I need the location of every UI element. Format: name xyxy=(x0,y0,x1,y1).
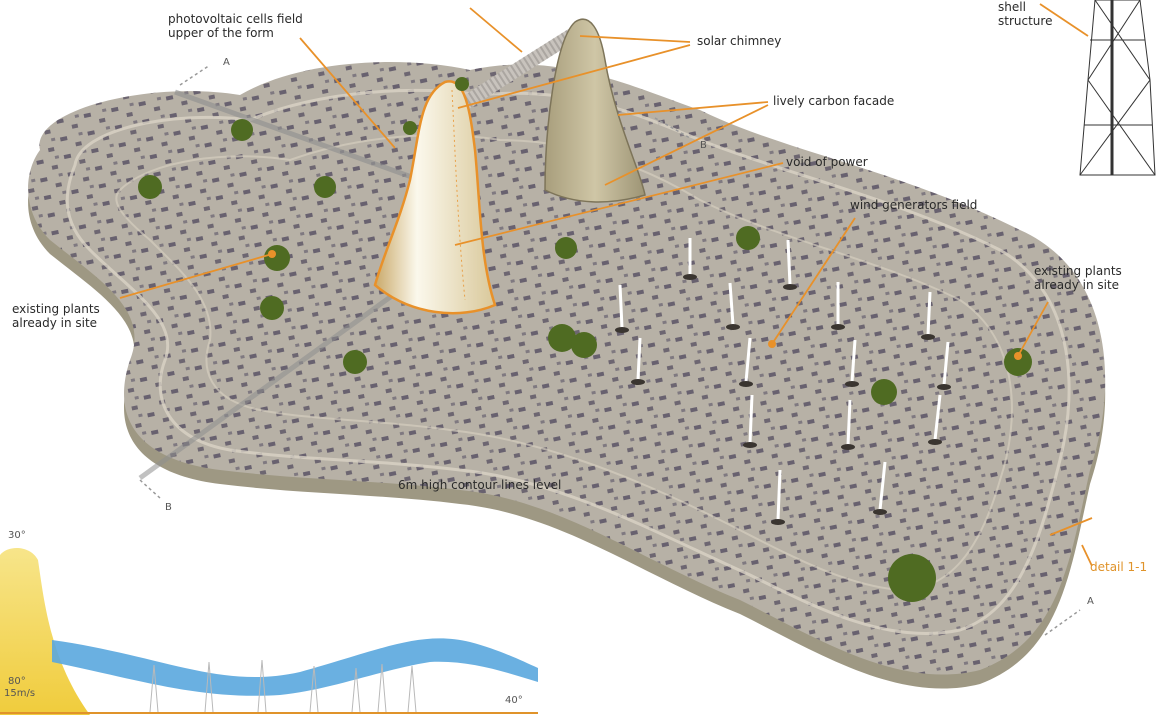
label-void-of-power: void of power xyxy=(786,155,868,169)
profile-wind-band xyxy=(52,638,538,695)
shell-structure-drawing xyxy=(1080,0,1155,175)
profile-wind-speed: 15m/s xyxy=(4,688,35,700)
section-marker-b xyxy=(140,480,160,498)
label-contour-lines-level: 6m high contour lines level xyxy=(398,478,561,492)
label-existing-plants-right: existing plants already in site xyxy=(1034,264,1122,292)
label-solar-chimney: solar chimney xyxy=(697,34,781,48)
section-mark-b-right: B xyxy=(700,140,707,152)
profile-section xyxy=(0,548,538,715)
profile-right-angle: 40° xyxy=(505,695,523,707)
profile-top-angle: 30° xyxy=(8,530,26,542)
label-detail-1-1: detail 1-1 xyxy=(1090,560,1147,574)
profile-angle-low: 80° xyxy=(8,676,26,688)
section-marker-a xyxy=(180,65,210,85)
label-carbon-facade: lively carbon facade xyxy=(773,94,894,108)
section-mark-b-bottom: B xyxy=(165,502,172,514)
section-mark-a-bottom: A xyxy=(1087,596,1094,608)
label-photovoltaic-field: photovoltaic cells field upper of the fo… xyxy=(168,12,303,40)
label-wind-generators-field: wind generators field xyxy=(850,198,977,212)
label-existing-plants-left: existing plants already in site xyxy=(12,302,100,330)
section-mark-a-top: A xyxy=(223,57,230,69)
label-shell-structure: shell structure xyxy=(998,0,1052,28)
